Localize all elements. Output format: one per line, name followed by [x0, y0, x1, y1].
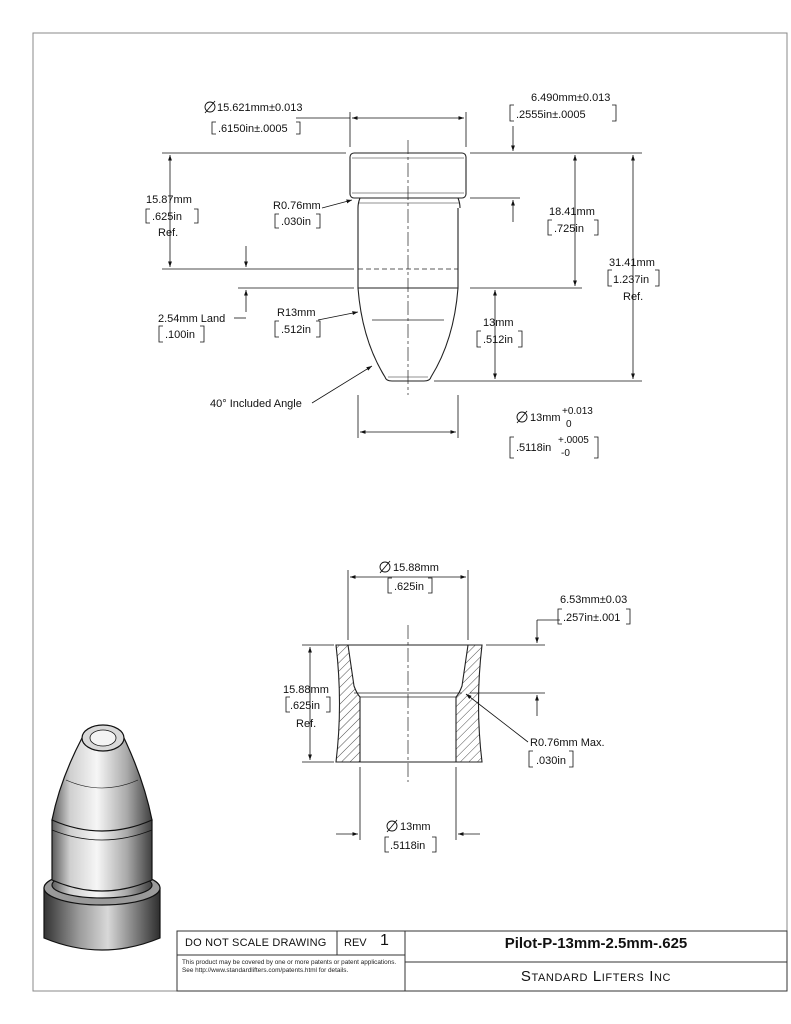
bushing-right-wall	[455, 644, 483, 763]
bushing-dimensions	[285, 570, 631, 853]
pilot-head-height: 6.490mm±0.013	[531, 92, 610, 104]
part-number: Pilot-P-13mm-2.5mm-.625	[504, 935, 688, 952]
revision-label: REV	[344, 937, 367, 949]
pilot-top-diameter: 15.621mm±0.013	[217, 102, 303, 114]
bushing-section-view	[335, 625, 483, 782]
bushing-left-wall	[335, 644, 361, 763]
bushing-counterbore-depth-in: .257in±.001	[563, 612, 620, 624]
pilot-shank-length-in: .725in	[554, 223, 584, 235]
pilot-head-height-in: .2555in±.0005	[516, 109, 586, 121]
pilot-shank-diameter: 13mm	[530, 412, 561, 424]
title-block-frame	[176, 930, 788, 992]
pilot-shank-diameter-in: .5118in	[516, 442, 551, 454]
pilot-shank-tol-in-plus: +.0005	[558, 435, 589, 446]
do-not-scale-label: DO NOT SCALE DRAWING	[185, 937, 327, 949]
pilot-shank-length: 18.41mm	[549, 206, 595, 218]
pilot-upper-ref-length-in: .625in	[152, 211, 182, 223]
diameter-symbol-icon	[204, 100, 216, 114]
pilot-shank-tol-plus: +0.013	[562, 406, 593, 417]
pilot-land-length-in: .100in	[165, 329, 195, 341]
pilot-nose-length: 13mm	[483, 317, 514, 329]
pilot-dimensions	[145, 104, 660, 459]
bushing-corner-radius: R0.76mm Max.	[530, 737, 605, 749]
pilot-overall-length: 31.41mm	[609, 257, 655, 269]
diameter-symbol-icon	[516, 410, 528, 424]
pilot-fillet-radius-in: .030in	[281, 216, 311, 228]
bushing-bore-diameter: 13mm	[400, 821, 431, 833]
pilot-fillet-radius: R0.76mm	[273, 200, 321, 212]
bushing-corner-radius-in: .030in	[536, 755, 566, 767]
pilot-upper-ref-note: Ref.	[158, 227, 178, 239]
pilot-nose-length-in: .512in	[483, 334, 513, 346]
pilot-land-length: 2.54mm Land	[158, 313, 225, 325]
pilot-included-angle: 40° Included Angle	[210, 398, 302, 410]
patent-notice: This product may be covered by one or mo…	[182, 959, 397, 974]
isometric-pilot-preview	[43, 724, 161, 951]
bushing-height-in: .625in	[290, 700, 320, 712]
bushing-bore-diameter-in: .5118in	[390, 840, 425, 852]
diameter-symbol-icon	[379, 560, 391, 574]
pilot-nose-radius: R13mm	[277, 307, 316, 319]
revision-value: 1	[380, 932, 389, 949]
bushing-outer-diameter: 15.88mm	[393, 562, 439, 574]
pilot-top-diameter-in: .6150in±.0005	[218, 123, 288, 135]
bushing-height: 15.88mm	[283, 684, 329, 696]
bushing-height-ref-note: Ref.	[296, 718, 316, 730]
diameter-symbol-icon	[386, 819, 398, 833]
pilot-nose-radius-in: .512in	[281, 324, 311, 336]
pilot-overall-ref-note: Ref.	[623, 291, 643, 303]
pilot-shank-tol-in-minus: -0	[561, 448, 570, 459]
pilot-shank-tol-minus: 0	[566, 419, 572, 430]
bushing-counterbore-depth: 6.53mm±0.03	[560, 594, 627, 606]
company-name: Standard Lifters Inc	[520, 968, 672, 985]
pilot-overall-length-in: 1.237in	[613, 274, 649, 286]
bushing-outer-diameter-in: .625in	[394, 581, 424, 593]
title-block: DO NOT SCALE DRAWING REV 1 This product …	[177, 931, 787, 991]
pilot-part-view	[349, 140, 467, 395]
pilot-upper-ref-length: 15.87mm	[146, 194, 192, 206]
